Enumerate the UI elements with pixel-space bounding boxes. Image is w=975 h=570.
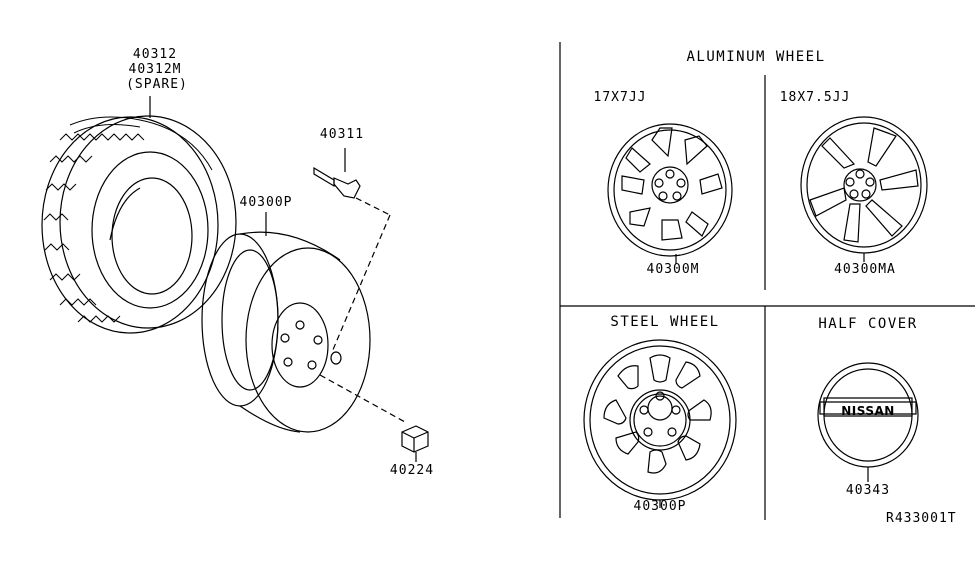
valve-illustration: [313, 148, 391, 353]
tire-part-number: 40312: [132, 47, 178, 62]
wheel-part-number: 40300P: [239, 195, 293, 210]
aluminum-wheel-17-size: 17X7JJ: [593, 90, 647, 105]
figure-code: R433001T: [886, 511, 957, 526]
half-cover-part-number: 40343: [845, 483, 891, 498]
aluminum-wheel-17-illustration: [607, 123, 733, 264]
nut-part-number: 40224: [389, 463, 435, 478]
panel-dividers: [559, 42, 975, 520]
steel-wheel-part-number: 40300P: [633, 499, 687, 514]
wheel-illustration: [201, 212, 406, 433]
aluminum-wheel-heading: ALUMINUM WHEEL: [686, 49, 826, 65]
steel-wheel-illustration: [583, 339, 737, 508]
aluminum-wheel-18-illustration: [800, 116, 928, 262]
tire-part-number-alt: 40312M: [128, 62, 182, 77]
aluminum-wheel-17-part-number: 40300M: [646, 262, 700, 277]
half-cover-illustration: [817, 362, 919, 482]
aluminum-wheel-18-size: 18X7.5JJ: [779, 90, 851, 105]
tire-spare-note: (SPARE): [126, 77, 188, 92]
steel-wheel-heading: STEEL WHEEL: [610, 314, 720, 330]
aluminum-wheel-18-part-number: 40300MA: [834, 262, 896, 277]
half-cover-heading: HALF COVER: [818, 316, 918, 332]
tire-illustration: [41, 96, 237, 334]
valve-part-number: 40311: [319, 127, 365, 142]
nut-illustration: [401, 425, 429, 462]
nissan-logo-text: NISSAN: [841, 404, 895, 418]
